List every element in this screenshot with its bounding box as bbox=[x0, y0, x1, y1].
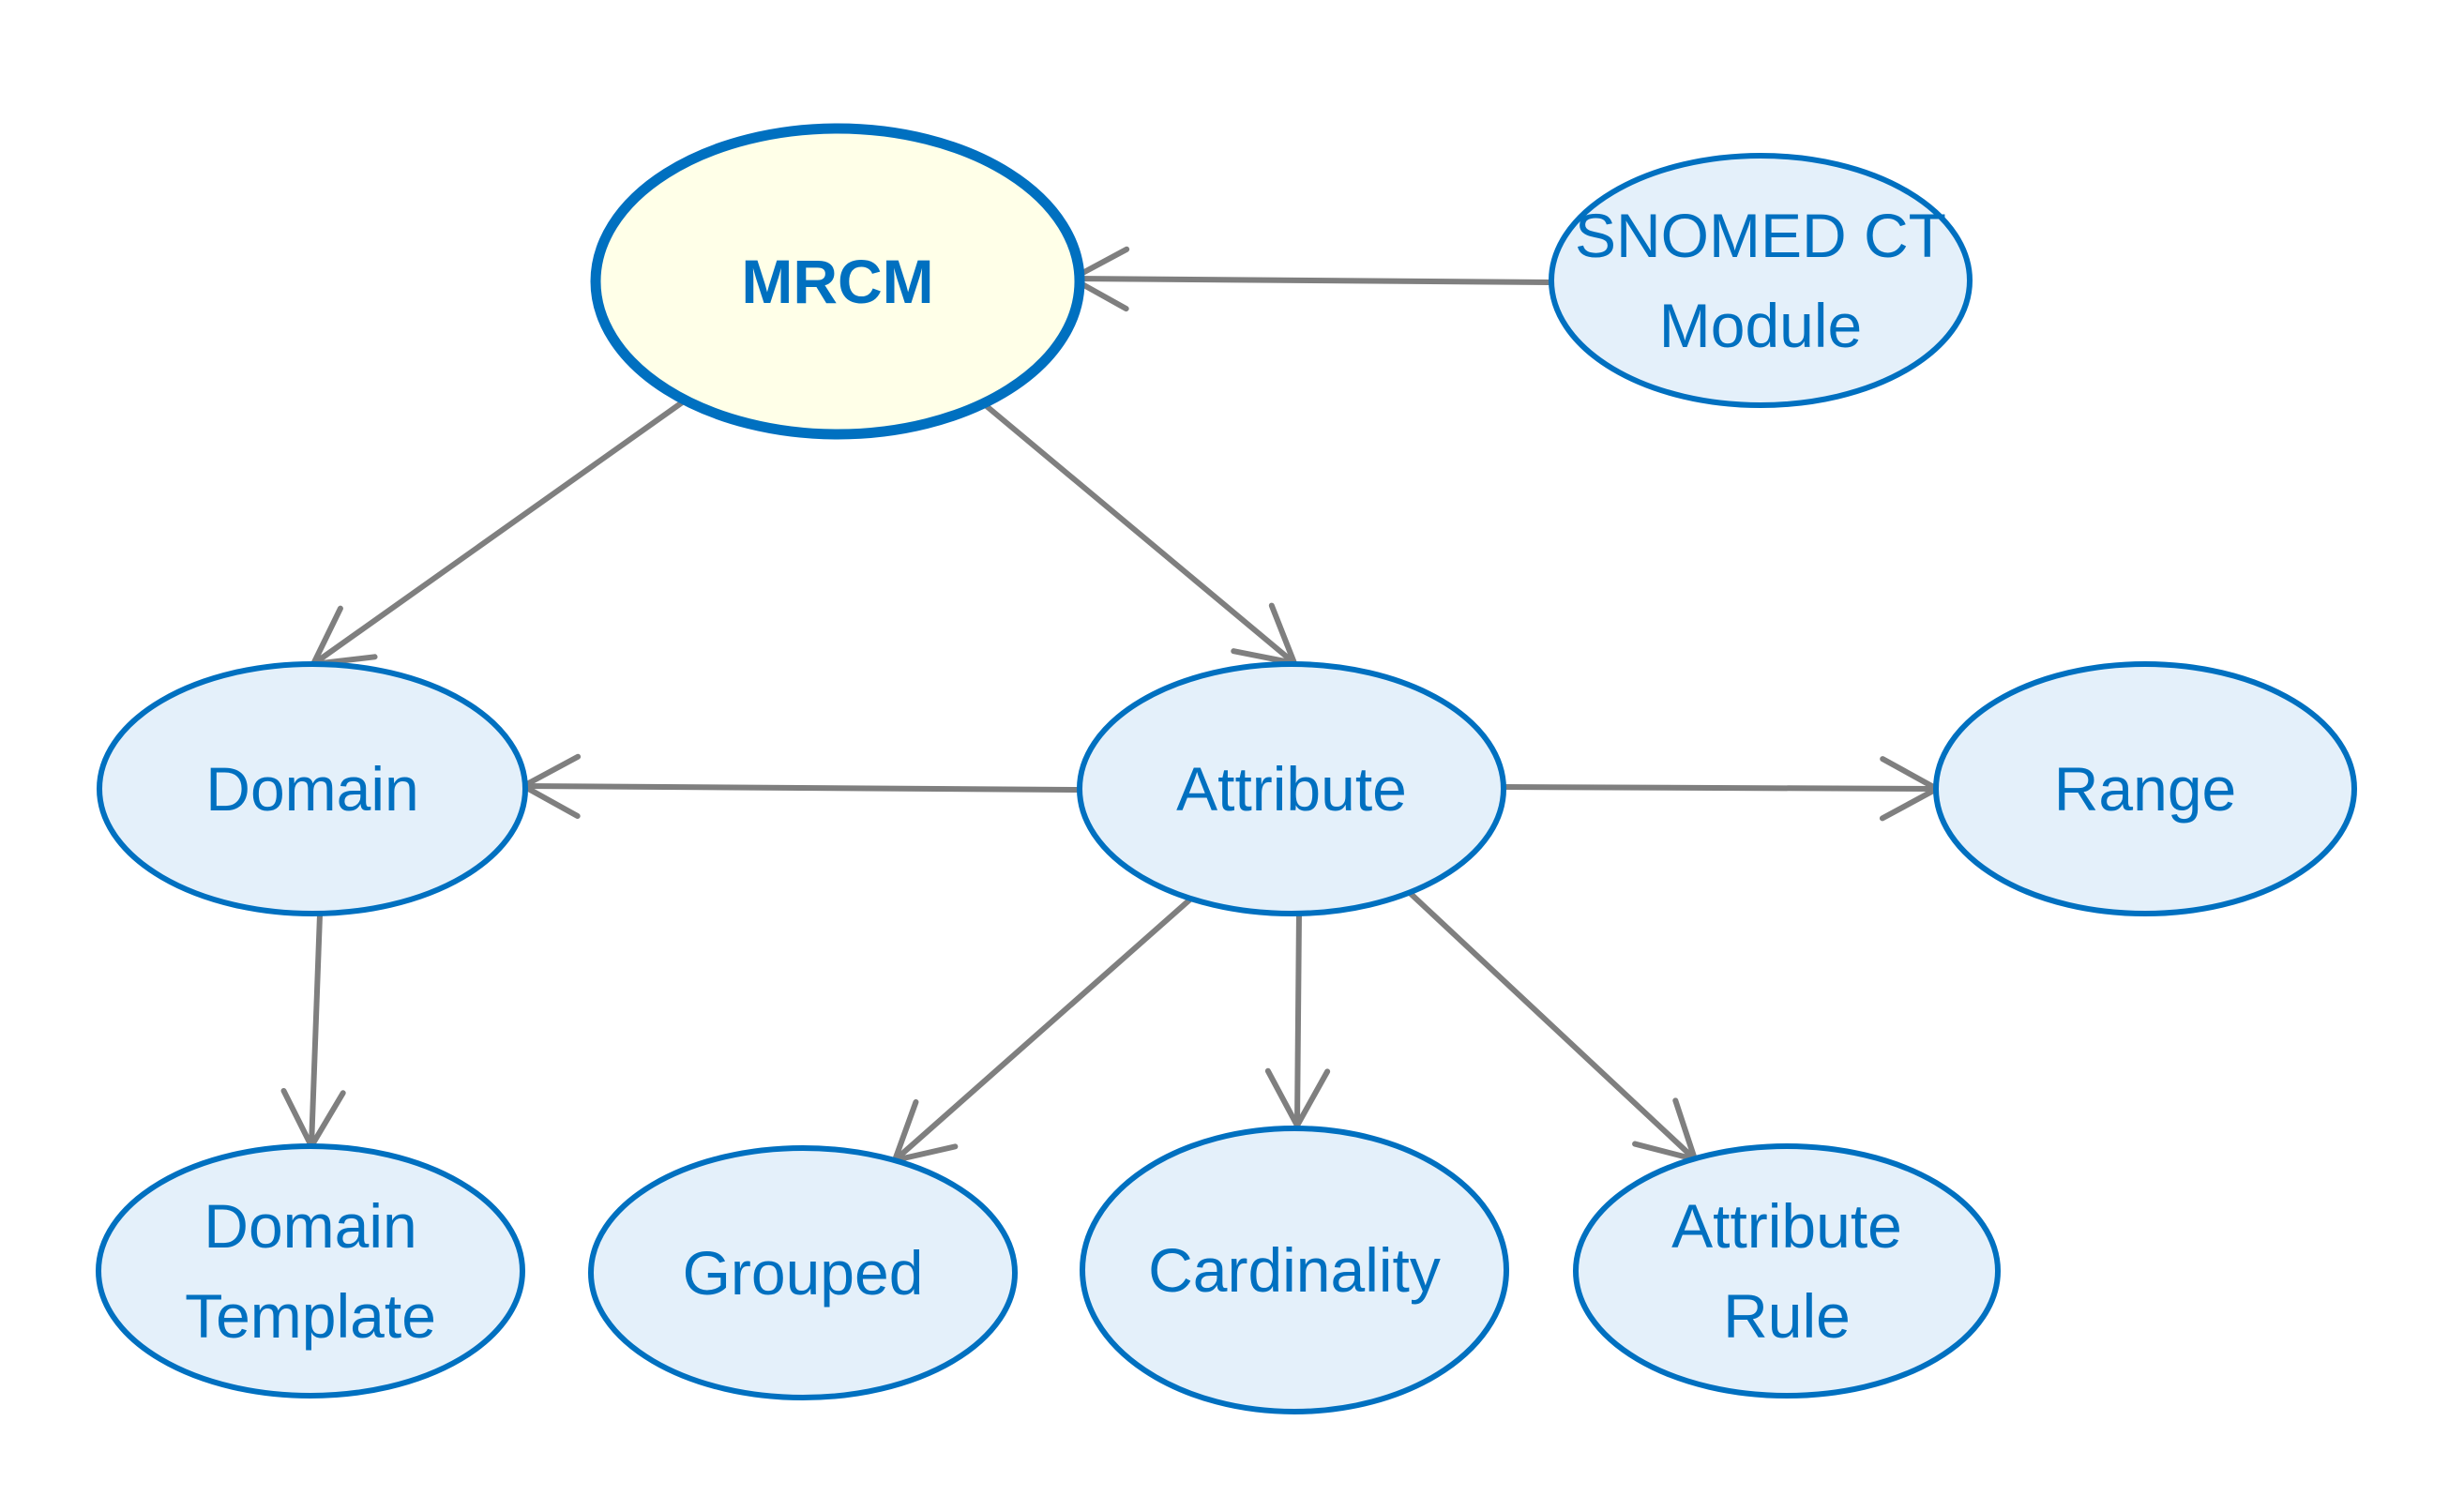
node-ellipse bbox=[1573, 1143, 2001, 1399]
node-snomed-ct-module: SNOMED CT Module bbox=[1549, 153, 1973, 408]
edge-line bbox=[521, 783, 1083, 793]
edge-mrcm-to-domain bbox=[308, 396, 690, 668]
edge-line bbox=[1069, 276, 1558, 285]
node-domain: Domain bbox=[97, 661, 528, 916]
node-label: Grouped bbox=[683, 1238, 924, 1308]
edge-attribute-to-cardinality bbox=[1264, 909, 1331, 1132]
node-ellipse bbox=[1933, 661, 2357, 916]
node-label: Template bbox=[185, 1281, 436, 1351]
node-ellipse bbox=[1077, 661, 1506, 916]
node-label: Attribute bbox=[1671, 1191, 1902, 1261]
node-ellipse bbox=[588, 1145, 1018, 1400]
node-attribute: Attribute bbox=[1077, 661, 1506, 916]
node-cardinality: Cardinality bbox=[1080, 1126, 1509, 1414]
edge-line bbox=[1405, 888, 1698, 1162]
edge-attribute-to-grouped bbox=[890, 895, 1195, 1165]
edge-line bbox=[309, 912, 323, 1149]
node-label: SNOMED CT bbox=[1575, 201, 1946, 270]
node-label: Module bbox=[1659, 291, 1862, 360]
node-label: Range bbox=[2054, 754, 2237, 824]
node-label: Cardinality bbox=[1148, 1235, 1441, 1305]
edge-line bbox=[310, 396, 690, 667]
node-ellipse bbox=[96, 1143, 525, 1399]
node-label: Domain bbox=[204, 1191, 416, 1261]
edge-attribute-to-attribute-rule bbox=[1405, 888, 1700, 1164]
node-ellipse bbox=[590, 123, 1085, 440]
node-grouped: Grouped bbox=[588, 1145, 1018, 1400]
node-ellipse bbox=[97, 661, 528, 916]
node-label: Rule bbox=[1723, 1281, 1851, 1351]
edge-line bbox=[979, 400, 1297, 666]
edge-attribute-to-domain bbox=[517, 753, 1083, 820]
node-label: Attribute bbox=[1176, 754, 1407, 824]
arrowhead-icon bbox=[1264, 1067, 1331, 1132]
node-ellipse bbox=[1080, 1126, 1509, 1414]
edge-attribute-to-range bbox=[1499, 756, 1943, 822]
node-range: Range bbox=[1933, 661, 2357, 916]
edge-snomed-ct-module-to-mrcm bbox=[1066, 246, 1558, 312]
edge-domain-to-domain-template bbox=[280, 912, 346, 1153]
edge-line bbox=[1294, 909, 1302, 1128]
edge-line bbox=[892, 895, 1195, 1163]
node-ellipse bbox=[1549, 153, 1973, 408]
node-label: Domain bbox=[205, 754, 418, 824]
node-label: MRCM bbox=[741, 247, 933, 316]
edge-line bbox=[1499, 784, 1940, 792]
node-mrcm: MRCM bbox=[590, 123, 1085, 440]
edge-mrcm-to-attribute bbox=[979, 400, 1299, 668]
